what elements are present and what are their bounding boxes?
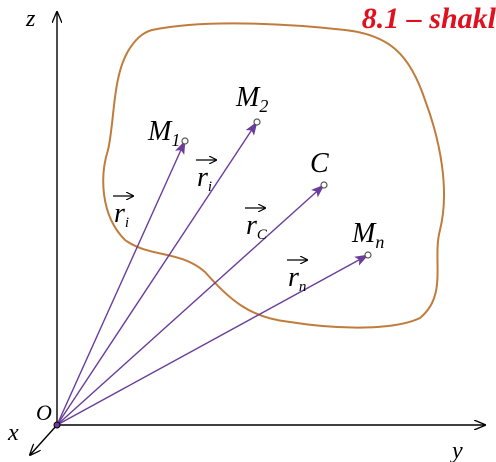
point-c-label: C — [310, 148, 329, 179]
vector-r1-line — [56, 140, 186, 426]
svg-text:rC: rC — [246, 210, 268, 243]
point-m1-marker — [181, 137, 189, 145]
origin-marker — [53, 421, 61, 429]
vector-ri-label: ri — [196, 160, 216, 195]
material-body-contour — [102, 22, 445, 329]
point-c-marker — [320, 181, 328, 189]
svg-text:rn: rn — [288, 262, 306, 295]
vector-rc-line — [56, 184, 325, 426]
vector-r-left-label: ri — [113, 196, 133, 231]
z-axis-label: z — [25, 6, 36, 32]
figure-caption: 8.1 – shakl — [361, 2, 496, 35]
vector-rn-line — [56, 254, 369, 426]
point-mn-label: Mn — [351, 218, 384, 252]
point-m2-label: M2 — [235, 82, 268, 116]
point-mn-marker — [364, 251, 372, 259]
svg-text:ri: ri — [197, 162, 212, 195]
vector-ri-line — [56, 121, 258, 426]
vector-rn-label: rn — [287, 260, 307, 295]
vector-rc-label: rC — [245, 208, 268, 243]
point-m2-marker — [253, 118, 261, 126]
x-axis-label: x — [7, 420, 19, 446]
svg-text:ri: ri — [114, 198, 129, 231]
y-axis-label: y — [450, 438, 463, 462]
origin-label: O — [36, 400, 52, 425]
x-axis-line — [30, 424, 58, 455]
point-m1-label: M1 — [147, 116, 180, 150]
